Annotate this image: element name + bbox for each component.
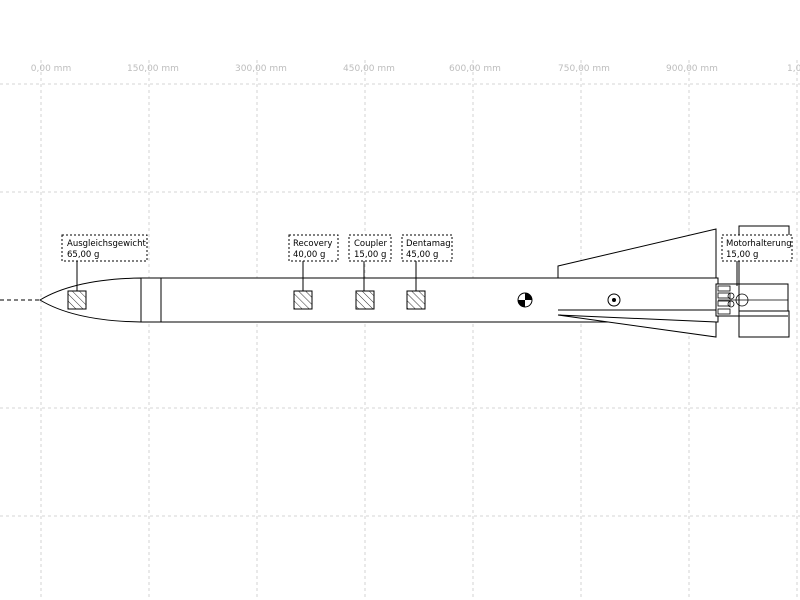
ruler-label: 300,00 mm xyxy=(235,64,287,74)
body-tube[interactable] xyxy=(160,277,719,323)
nose-shoulder[interactable] xyxy=(140,277,162,323)
ruler-label: 0,00 mm xyxy=(31,64,71,74)
ruler-label: 750,00 mm xyxy=(558,64,610,74)
ruler: 0,00 mm 150,00 mm 300,00 mm 450,00 mm 60… xyxy=(31,64,800,74)
center-of-gravity-icon[interactable] xyxy=(517,292,533,308)
mass-label-value: 15,00 g xyxy=(354,250,386,260)
mass-label-box xyxy=(288,234,339,262)
ruler-label: 450,00 mm xyxy=(343,64,395,74)
grid xyxy=(0,60,800,600)
fin-bottom[interactable] xyxy=(557,314,717,338)
ruler-label: 150,00 mm xyxy=(127,64,179,74)
mass-labels xyxy=(61,234,793,262)
mass-block-recovery[interactable] xyxy=(293,290,313,310)
mass-label-box xyxy=(401,234,453,262)
mass-label-value: 15,00 g xyxy=(726,250,758,260)
mass-label-value: 45,00 g xyxy=(406,250,438,260)
fin-top[interactable] xyxy=(557,228,717,279)
ruler-label: 900,00 mm xyxy=(666,64,718,74)
motor-casing-bottom[interactable] xyxy=(738,310,790,338)
mass-label-box xyxy=(348,234,392,262)
rocket[interactable] xyxy=(39,225,790,338)
center-of-pressure-icon[interactable] xyxy=(607,293,621,307)
mass-label-name: Ausgleichsgewicht xyxy=(67,239,146,249)
mass-block-coupler[interactable] xyxy=(355,290,375,310)
mass-components xyxy=(67,290,426,310)
mass-label-value: 65,00 g xyxy=(67,250,99,260)
mass-label-name: Dentamag xyxy=(406,239,451,249)
mass-label-box xyxy=(721,234,793,262)
mass-label-value: 40,00 g xyxy=(293,250,325,260)
ruler-label: 1,0 xyxy=(787,64,800,74)
mass-label-name: Recovery xyxy=(293,239,332,249)
mass-block-ausgleichsgewicht[interactable] xyxy=(67,290,87,310)
motor-detail xyxy=(717,285,788,315)
mass-label-name: Coupler xyxy=(354,239,388,249)
leader-lines xyxy=(76,261,738,291)
nose-cone[interactable] xyxy=(39,277,142,323)
mass-label-box xyxy=(61,234,148,262)
mass-label-name: Motorhalterung xyxy=(726,239,792,249)
ruler-label: 600,00 mm xyxy=(449,64,501,74)
mass-block-dentamag[interactable] xyxy=(406,290,426,310)
